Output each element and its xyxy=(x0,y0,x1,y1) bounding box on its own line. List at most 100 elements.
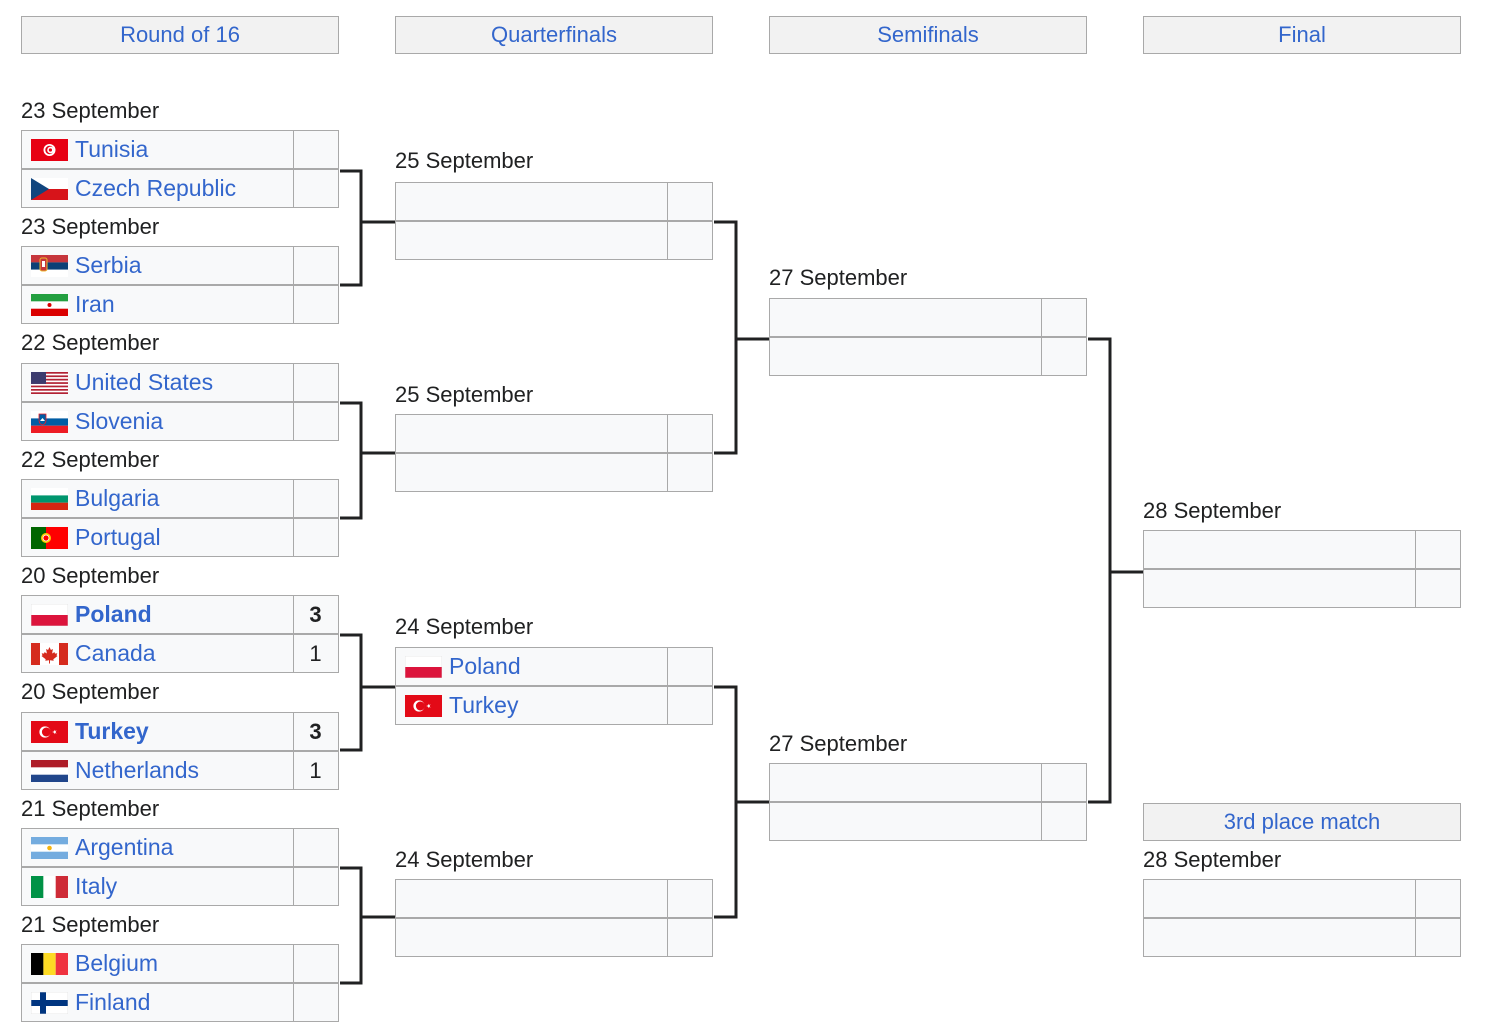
team-cell: Turkey xyxy=(396,687,668,724)
team-row: Tunisia xyxy=(21,130,339,169)
netherlands-flag-icon xyxy=(31,760,68,782)
bulgaria-flag-icon xyxy=(31,488,68,510)
team-cell xyxy=(396,454,668,491)
team-name-link[interactable]: Poland xyxy=(449,653,521,679)
connector-qf-1 xyxy=(714,220,738,455)
team-cell: Netherlands xyxy=(22,752,294,789)
team-name-link[interactable]: United States xyxy=(75,369,214,395)
team-row xyxy=(769,298,1087,337)
team-name-link[interactable]: Belgium xyxy=(75,950,159,976)
team-row: Belgium xyxy=(21,944,339,983)
team-cell xyxy=(1144,570,1416,607)
match-date: 25 September xyxy=(395,382,534,407)
team-row xyxy=(395,221,713,260)
team-name-link[interactable]: Argentina xyxy=(75,834,174,860)
belgium-flag-icon xyxy=(31,953,68,975)
team-row xyxy=(1143,879,1461,918)
connector-sf xyxy=(1088,337,1112,804)
connector-r16-2 xyxy=(340,401,363,520)
team-cell xyxy=(1144,880,1416,917)
turkey-flag-icon xyxy=(405,695,442,717)
team-cell: Iran xyxy=(22,286,294,323)
team-cell xyxy=(770,803,1042,840)
match-date: 28 September xyxy=(1143,847,1282,872)
team-cell: Slovenia xyxy=(22,403,294,440)
canada-flag-icon xyxy=(31,643,68,665)
team-cell: Turkey xyxy=(22,713,294,750)
team-row: Poland 3 xyxy=(21,595,339,634)
team-row xyxy=(1143,569,1461,608)
team-row: Poland xyxy=(395,647,713,686)
team-name-link[interactable]: Turkey xyxy=(449,692,519,718)
match-date: 22 September xyxy=(21,447,160,472)
round-header-semifinals: Semifinals xyxy=(769,16,1087,54)
team-name-link[interactable]: Tunisia xyxy=(75,136,149,162)
team-cell: Czech Republic xyxy=(22,170,294,207)
round-header-third-place: 3rd place match xyxy=(1143,803,1461,841)
team-row xyxy=(1143,530,1461,569)
team-score: 3 xyxy=(309,719,322,744)
team-cell: Belgium xyxy=(22,945,294,982)
connector-r16-4 xyxy=(340,866,363,985)
finland-flag-icon xyxy=(31,992,68,1014)
team-cell xyxy=(396,880,668,917)
team-name-link[interactable]: Bulgaria xyxy=(75,485,160,511)
team-name-link[interactable]: Czech Republic xyxy=(75,175,237,201)
team-name-link[interactable]: Canada xyxy=(75,640,156,666)
team-row: Slovenia xyxy=(21,402,339,441)
team-name-link[interactable]: Poland xyxy=(75,601,152,627)
team-cell xyxy=(396,222,668,259)
match-date: 28 September xyxy=(1143,498,1282,523)
team-name-link[interactable]: Slovenia xyxy=(75,408,164,434)
team-row: Serbia xyxy=(21,246,339,285)
team-row xyxy=(769,763,1087,802)
team-score: 3 xyxy=(309,602,322,627)
team-row: Finland xyxy=(21,983,339,1022)
team-cell: Argentina xyxy=(22,829,294,866)
team-cell: Serbia xyxy=(22,247,294,284)
round-header-round-of-16: Round of 16 xyxy=(21,16,339,54)
team-cell xyxy=(770,299,1042,336)
team-row: Portugal xyxy=(21,518,339,557)
team-row xyxy=(395,182,713,221)
match-date: 21 September xyxy=(21,796,160,821)
team-cell xyxy=(396,919,668,956)
team-cell xyxy=(770,338,1042,375)
poland-flag-icon xyxy=(31,604,68,626)
team-row: Italy xyxy=(21,867,339,906)
match-date: 23 September xyxy=(21,214,160,239)
match-date: 24 September xyxy=(395,847,534,872)
round-header-quarterfinals: Quarterfinals xyxy=(395,16,713,54)
team-name-link[interactable]: Finland xyxy=(75,989,151,1015)
czech-flag-icon xyxy=(31,178,68,200)
team-cell xyxy=(1144,531,1416,568)
team-row: Turkey 3 xyxy=(21,712,339,751)
team-cell: United States xyxy=(22,364,294,401)
team-row: Czech Republic xyxy=(21,169,339,208)
team-cell: Finland xyxy=(22,984,294,1021)
team-cell: Bulgaria xyxy=(22,480,294,517)
team-cell xyxy=(770,764,1042,801)
match-date: 24 September xyxy=(395,614,534,639)
team-row xyxy=(769,802,1087,841)
team-name-link[interactable]: Iran xyxy=(75,291,115,317)
poland-flag-icon xyxy=(405,656,442,678)
team-name-link[interactable]: Serbia xyxy=(75,252,142,278)
team-row: Turkey xyxy=(395,686,713,725)
connector-r16-1 xyxy=(340,169,363,287)
team-name-link[interactable]: Italy xyxy=(75,873,118,899)
iran-flag-icon xyxy=(31,294,68,316)
team-name-link[interactable]: Portugal xyxy=(75,524,161,550)
team-name-link[interactable]: Netherlands xyxy=(75,757,200,783)
connector-qf-2 xyxy=(714,685,738,919)
team-name-link[interactable]: Turkey xyxy=(75,718,149,744)
team-row xyxy=(395,918,713,957)
team-cell: Poland xyxy=(396,648,668,685)
team-cell xyxy=(396,183,668,220)
match-date: 22 September xyxy=(21,330,160,355)
match-date: 23 September xyxy=(21,98,160,123)
connector-r16-3 xyxy=(340,633,363,752)
match-date: 21 September xyxy=(21,912,160,937)
